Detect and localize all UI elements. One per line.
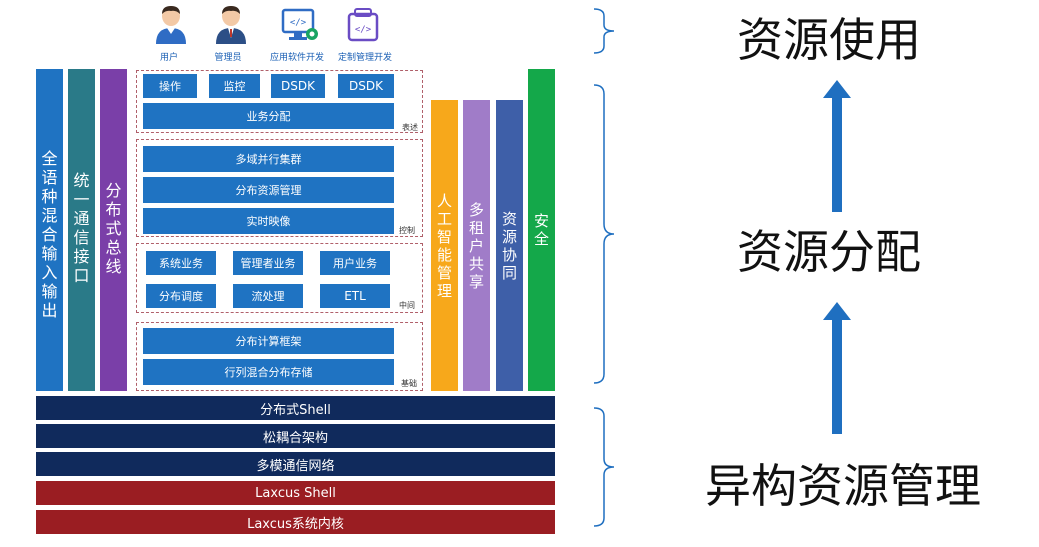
column-multitenant: 多租户共享 — [463, 100, 490, 391]
role-label-user: 用户 — [159, 53, 178, 63]
group-control — [136, 139, 423, 237]
column-resource-collab: 资源协同 — [496, 100, 523, 391]
box-monitor: 监控 — [209, 74, 260, 98]
column-multitenant-label: 多租户共享 — [468, 201, 484, 291]
app-dev-icon: </> — [281, 8, 318, 40]
bar-multimode-network: 多模通信网络 — [36, 452, 555, 476]
group-express — [136, 70, 423, 133]
level-resource-allocation: 资源分配 — [737, 225, 921, 279]
column-distributed-bus-label: 分布式总线 — [105, 181, 122, 276]
column-ai-management-label: 人工智能管理 — [436, 192, 452, 300]
box-realtime-image: 实时映像 — [143, 208, 394, 234]
role-label-custom-dev: 定制管理开发 — [337, 53, 392, 63]
group-control-tag: 控制 — [399, 226, 415, 235]
column-security: 安全 — [528, 69, 555, 391]
level-resource-usage: 资源使用 — [737, 13, 921, 67]
column-distributed-bus: 分布式总线 — [100, 69, 127, 391]
role-icons: </> </> — [150, 4, 410, 64]
brace-heterogeneous — [593, 407, 615, 527]
box-operate: 操作 — [143, 74, 197, 98]
custom-dev-icon: </> — [347, 8, 379, 42]
group-express-tag: 表述 — [402, 123, 418, 132]
group-middle — [136, 243, 423, 313]
group-middle-tag: 中间 — [399, 301, 415, 310]
box-user-business: 用户业务 — [320, 251, 390, 275]
group-base — [136, 322, 423, 391]
box-dsdk-2: DSDK — [338, 74, 394, 98]
arrow-up-upper — [823, 80, 851, 212]
box-stream-processing: 流处理 — [233, 284, 303, 308]
column-multilang-io-label: 全语种混合输入输出 — [41, 149, 58, 320]
column-security-label: 安全 — [533, 212, 549, 248]
bar-laxcus-kernel: Laxcus系统内核 — [36, 510, 555, 534]
box-etl: ETL — [320, 284, 390, 308]
brace-usage — [593, 8, 615, 54]
box-manager-business: 管理者业务 — [233, 251, 303, 275]
column-unified-comm: 统一通信接口 — [68, 69, 95, 391]
admin-icon — [216, 6, 246, 44]
user-icon — [156, 6, 186, 44]
brace-allocation — [593, 84, 615, 384]
column-ai-management: 人工智能管理 — [431, 100, 458, 391]
column-resource-collab-label: 资源协同 — [501, 210, 517, 282]
box-distributed-scheduling: 分布调度 — [146, 284, 216, 308]
bar-loose-coupling: 松耦合架构 — [36, 424, 555, 448]
box-business-allocation: 业务分配 — [143, 103, 394, 129]
role-label-app-dev: 应用软件开发 — [269, 53, 324, 63]
level-heterogeneous-mgmt: 异构资源管理 — [705, 459, 981, 513]
box-dsdk-1: DSDK — [271, 74, 325, 98]
box-hybrid-storage: 行列混合分布存储 — [143, 359, 394, 385]
box-distributed-resource-mgmt: 分布资源管理 — [143, 177, 394, 203]
column-multilang-io: 全语种混合输入输出 — [36, 69, 63, 391]
column-unified-comm-label: 统一通信接口 — [73, 171, 90, 285]
box-system-business: 系统业务 — [146, 251, 216, 275]
box-multidomain-cluster: 多域并行集群 — [143, 146, 394, 172]
arrow-up-lower — [823, 302, 851, 434]
box-distributed-compute-framework: 分布计算框架 — [143, 328, 394, 354]
svg-text:</>: </> — [355, 25, 372, 35]
svg-text:</>: </> — [290, 18, 307, 28]
role-label-admin: 管理员 — [214, 53, 242, 63]
bar-distributed-shell: 分布式Shell — [36, 396, 555, 420]
bar-laxcus-shell: Laxcus Shell — [36, 481, 555, 505]
group-base-tag: 基础 — [401, 379, 417, 388]
